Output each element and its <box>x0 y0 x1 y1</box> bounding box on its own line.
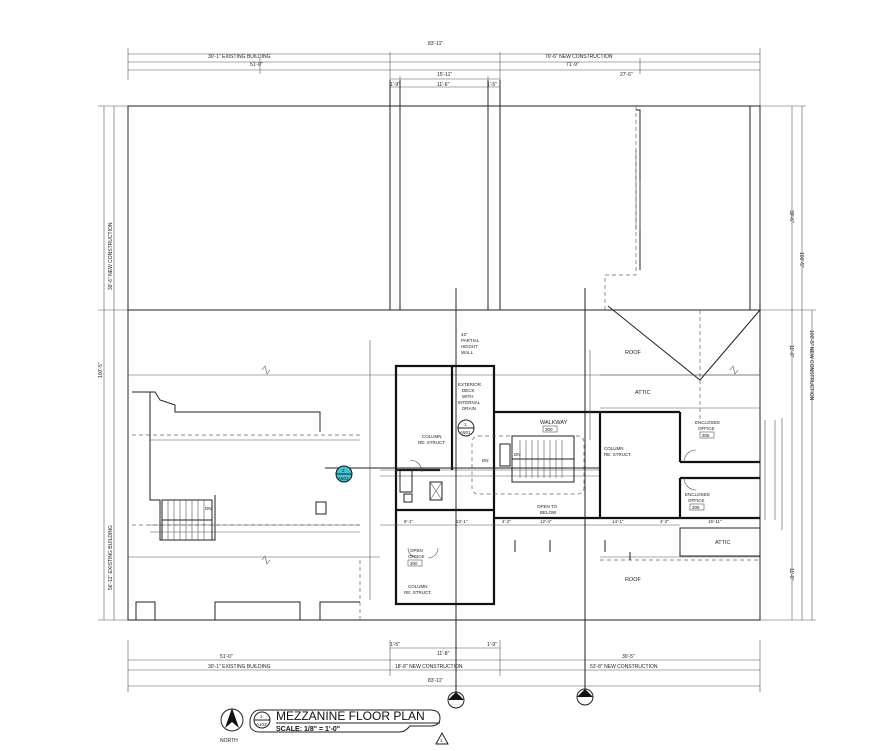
enclosed-office-2-num: 306 <box>692 505 700 510</box>
dim-top-51: 51'-0" <box>250 62 263 68</box>
partial-wall-4: WALL <box>461 350 474 355</box>
exterior-deck-4: INTERNAL <box>458 400 481 405</box>
dim-top-15: 15'-11" <box>437 72 452 78</box>
column-2-a: COLUMN <box>604 446 624 451</box>
exterior-deck-2: DECK <box>462 388 475 393</box>
grid-bubbles <box>447 688 594 709</box>
dim-mid-8: 8'-1" <box>404 519 413 524</box>
dim-mid-14: 14'-1" <box>612 519 624 524</box>
dim-bot-1b: 1'-9" <box>487 642 497 648</box>
top-dimension-strings: 83'-11" 30'-1" EXISTING BUILDING 70'-6" … <box>127 41 761 110</box>
detail-2-sheet: A501 <box>460 430 471 435</box>
dim-right-11b: 11'-0" <box>788 568 794 581</box>
right-wing <box>494 305 761 560</box>
dim-left-total: 100'-5" <box>98 362 104 378</box>
revision-number: 1 <box>440 738 443 743</box>
dim-right-total: 100'-5" <box>798 252 804 268</box>
dim-mid-15: 15'-11" <box>708 519 722 524</box>
dim-right-new-lower: 100'-5" NEW CONSTRUCTION <box>808 330 814 401</box>
open-to-below-1: OPEN TO <box>537 504 558 509</box>
north-arrow-pointer-icon <box>225 708 239 728</box>
enclosed-office-1-b: OFFICE <box>698 426 715 431</box>
floor-outline <box>127 309 761 621</box>
open-office-2: OFFICE <box>408 554 425 559</box>
north-label: NORTH <box>220 738 238 744</box>
revision-triangle-icon <box>435 731 449 745</box>
column-1-a: COLUMN <box>422 434 442 439</box>
dim-bot-11: 11'-8" <box>437 651 450 657</box>
dim-right-new-upper: 39'-6" <box>788 210 794 223</box>
walkway-number: 300 <box>545 427 553 432</box>
dim-left-existing: 56'-11" EXISTING BUILDING <box>108 525 114 590</box>
left-dimension-strings: 39'-6" NEW CONSTRUCTION 100'-5" 56'-11" … <box>98 105 130 621</box>
sheet-number: A103 <box>256 722 267 727</box>
dim-new-top: 70'-6" NEW CONSTRUCTION <box>545 54 613 60</box>
partial-wall-1: 42" <box>461 332 468 337</box>
interior-dimensions: 8'-1" 13'-1" 4'-2" 12'-4" 14'-1" 4'-2" 1… <box>369 340 776 600</box>
column-3-a: COLUMN <box>408 584 428 589</box>
open-office-1: OPEN <box>410 548 423 553</box>
exterior-deck-5: DRAIN <box>462 406 476 411</box>
roof-upper-label: ROOF <box>625 350 642 356</box>
drawing-scale: SCALE: 1/8" = 1'-0" <box>276 726 340 733</box>
right-dimension-strings: 39'-6" 100'-5" 100'-5" NEW CONSTRUCTION … <box>760 105 816 621</box>
partial-wall-2: PARTIAL <box>461 338 480 343</box>
dim-bot-overall: 83'-11" <box>428 678 443 684</box>
dim-bot-new2: 53'-8" NEW CONSTRUCTION <box>590 664 658 670</box>
enclosed-office-1-num: 305 <box>702 433 710 438</box>
dim-mid-12: 12'-4" <box>540 519 552 524</box>
room-labels: 42" PARTIAL HEIGHT WALL EXTERIOR DECK WI… <box>404 332 731 595</box>
dim-mid-4b: 4'-2" <box>660 519 669 524</box>
dn-label-left: DN <box>205 506 212 511</box>
detail-bubbles: 3 A501 1 A501 <box>335 419 475 483</box>
dim-bot-30: 30'-5" <box>622 654 635 660</box>
detail-1-sheet: A501 <box>338 476 349 481</box>
view-number: 1 <box>260 714 263 719</box>
detail-1-num: 3 <box>342 468 345 473</box>
upper-roof-outline <box>127 80 761 311</box>
center-stair: DN DN <box>471 435 585 495</box>
dim-bot-51: 51'-0" <box>220 654 233 660</box>
dim-right-11a: 11'-0" <box>788 345 794 358</box>
dim-top-11: 11'-6" <box>437 82 450 88</box>
bottom-dimension-strings: 51'-0" 11'-8" 1'-5" 1'-9" 30'-5" 30'-1" … <box>127 640 761 692</box>
dim-bot-new1: 18'-8" NEW CONSTRUCTION <box>395 664 463 670</box>
enclosed-office-1-a: ENCLOSED <box>695 420 721 425</box>
exterior-deck-3: WITH <box>462 394 474 399</box>
dim-bot-1a: 1'-5" <box>390 642 400 648</box>
dim-overall-top: 83'-11" <box>428 41 443 47</box>
dim-bot-existing: 30'-1" EXISTING BUILDING <box>208 664 271 670</box>
grid-lines <box>325 288 600 700</box>
dn-label-center: DN <box>514 452 521 457</box>
center-core <box>315 364 600 606</box>
column-3-b: RE: STRUCT. <box>404 590 432 595</box>
left-stair: DN <box>161 499 213 541</box>
dim-top-27: 27'-6" <box>620 72 633 78</box>
dim-top-71: 71'-9" <box>566 62 579 68</box>
enclosed-office-2-a: ENCLOSED <box>685 492 711 497</box>
enclosed-office-2-b: OFFICE <box>688 498 705 503</box>
dim-mid-13: 13'-1" <box>456 519 468 524</box>
dim-mid-4a: 4'-2" <box>502 519 511 524</box>
column-2-b: RE: STRUCT. <box>604 452 632 457</box>
exterior-deck-1: EXTERIOR <box>458 382 482 387</box>
title-block: NORTH 1 A103 MEZZANINE FLOOR PLAN SCALE:… <box>220 708 449 745</box>
drawing-title: MEZZANINE FLOOR PLAN <box>276 709 425 723</box>
dim-existing-top: 30'-1" EXISTING BUILDING <box>208 54 271 60</box>
attic-upper-label: ATTIC <box>635 390 651 396</box>
attic-lower-label: ATTIC <box>715 540 731 546</box>
open-office-num: 300 <box>410 561 418 566</box>
dim-left-new: 39'-6" NEW CONSTRUCTION <box>108 222 114 290</box>
dim-top-1b: 1'-5" <box>487 82 497 88</box>
roof-lower-label: ROOF <box>625 577 642 583</box>
open-to-below-2: BELOW <box>540 510 557 515</box>
dn-label-center-2: DN <box>482 458 489 463</box>
walkway-label: WALKWAY <box>540 420 568 426</box>
dim-top-1a: 1'-9" <box>390 82 400 88</box>
column-1-b: RE: STRUCT. <box>418 440 446 445</box>
detail-2-num: 1 <box>464 422 467 427</box>
partial-wall-3: HEIGHT <box>461 344 478 349</box>
